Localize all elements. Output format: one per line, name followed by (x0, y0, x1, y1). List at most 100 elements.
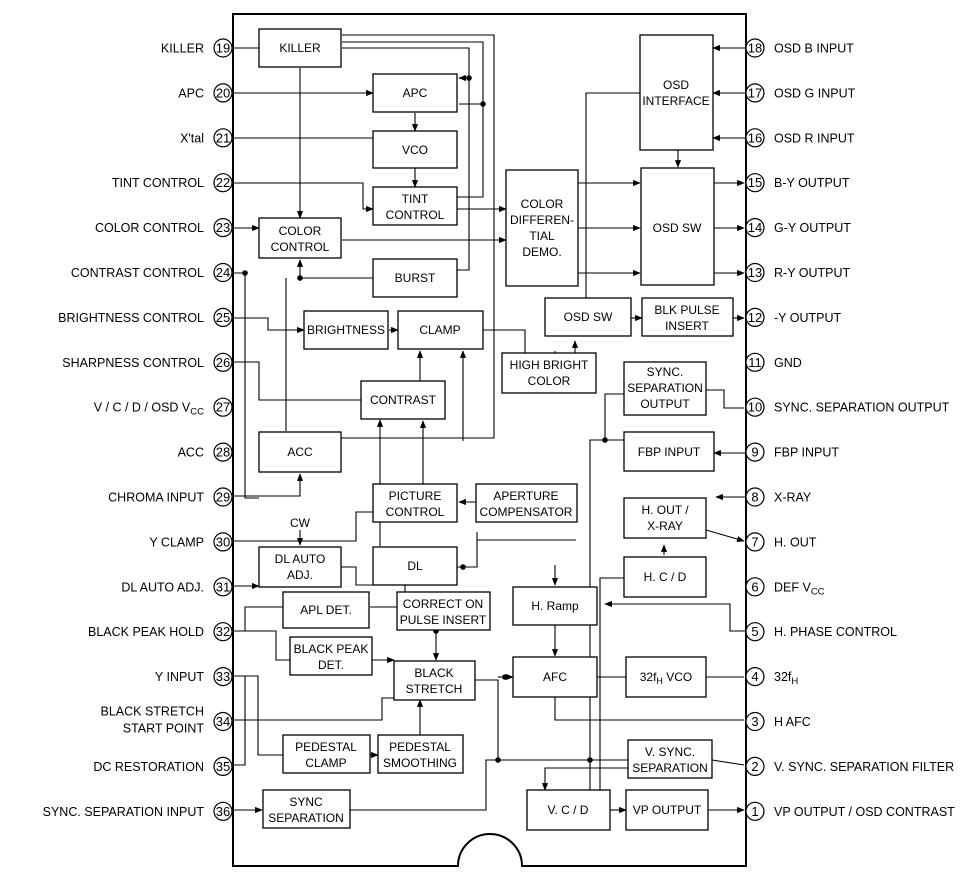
h-out-xray-block (623, 497, 707, 539)
pin-circle (745, 307, 765, 327)
pin-label: DC RESTORATION (93, 760, 204, 774)
pin-circle (745, 352, 765, 372)
black-stretch-block (393, 660, 476, 701)
pedestal-clamp-label-2: CLAMP (305, 756, 346, 770)
blocks: KILLER APC VCO TINT CONTROL COLOR CONTRO… (258, 28, 734, 831)
apc-label: APC (403, 86, 428, 100)
h-out-label-2: X-RAY (647, 519, 683, 533)
pin-number: 10 (748, 400, 762, 415)
pedestal-smoothing-label-1: PEDESTAL (389, 740, 451, 754)
osd-sw-small-label: OSD SW (564, 310, 613, 324)
sync-separation-block (262, 789, 351, 829)
v-sync-label-1: V. SYNC. (645, 745, 695, 759)
v-sync-separation-block (627, 739, 713, 779)
sync-sep-out-label-3: OUTPUT (640, 397, 690, 411)
apl-det-block (282, 591, 370, 629)
pin-number: 26 (216, 355, 230, 370)
h-ramp-block (512, 586, 598, 626)
pin-label: VP OUTPUT / OSD CONTRAST (774, 805, 955, 819)
killer-label: KILLER (279, 41, 321, 55)
pin-circle (213, 801, 233, 821)
black-stretch-label-1: BLACK (414, 666, 453, 680)
pin-label: X'tal (180, 131, 204, 145)
pedestal-smoothing-block (377, 734, 464, 774)
fbp-input-block (623, 431, 715, 472)
dl-block (372, 546, 458, 586)
pin-number: 19 (216, 41, 230, 56)
osd-sw-main-block (640, 167, 715, 286)
pin-circle (213, 666, 233, 687)
tint-label-1: TINT (402, 192, 429, 206)
pin-label: DL AUTO ADJ. (121, 580, 204, 594)
pedestal-clamp-label-1: PEDESTAL (295, 740, 357, 754)
pin-circle (745, 262, 765, 283)
pedestal-clamp-block (282, 734, 371, 774)
burst-block (372, 258, 458, 298)
pin-number: 12 (748, 310, 762, 325)
sync-sep-label-2: SEPARATION (268, 811, 344, 825)
pin-number: 23 (216, 220, 230, 235)
pin-number: 5 (751, 624, 758, 639)
pin-circle (745, 532, 765, 552)
color-demo-label-1: COLOR (521, 197, 564, 211)
pin-circle (745, 666, 765, 687)
blk-pulse-label-2: INSERT (665, 319, 709, 333)
color-differential-demo-block (505, 169, 579, 287)
pin-12: 12-Y OUTPUT (745, 307, 841, 327)
black-peak-label-2: DET. (318, 658, 344, 672)
pin-number: 3 (751, 714, 758, 729)
osd-sw-main-label: OSD SW (653, 221, 702, 235)
h-out-label-1: H. OUT / (641, 503, 689, 517)
pin-number: 9 (751, 445, 758, 460)
dl-auto-label-2: ADJ. (287, 568, 313, 582)
sync-sep-out-label-2: SEPARATION (627, 381, 703, 395)
cw-label: CW (290, 516, 311, 530)
pin-33: 33Y INPUT (155, 666, 233, 687)
picture-control-block (372, 483, 458, 523)
sync-sep-label-1: SYNC (289, 795, 323, 809)
v-cd-label: V. C / D (548, 803, 589, 817)
clamp-label: CLAMP (419, 323, 460, 337)
pin-circle (745, 756, 765, 777)
vco-block (372, 130, 458, 169)
correct-on-label-1: CORRECT ON (403, 597, 483, 611)
v-sync-label-2: SEPARATION (632, 761, 708, 775)
pin-label: SYNC. SEPARATION OUTPUT (774, 401, 950, 415)
pin-number: 4 (751, 669, 758, 684)
color-control-block (258, 217, 342, 259)
brightness-block (303, 310, 389, 350)
black-peak-det-block (289, 636, 373, 676)
pin-circle (745, 577, 765, 597)
pin-number: 36 (216, 804, 230, 819)
vco-32fh-label: 32fH VCO (640, 670, 693, 686)
v-cd-block (526, 789, 611, 831)
pin-21: 21X'tal (180, 128, 233, 148)
dl-auto-adj-block (258, 546, 342, 588)
pin-number: 16 (748, 130, 762, 145)
pin-number: 8 (751, 490, 758, 505)
pin-label: CHROMA INPUT (108, 491, 204, 505)
tint-label-2: CONTROL (386, 208, 445, 222)
killer-block (258, 28, 342, 68)
h-cd-label: H. C / D (644, 570, 687, 584)
apl-det-label: APL DET. (300, 603, 352, 617)
pin-label: BLACK PEAK HOLD (88, 625, 204, 639)
svg-text:KILLER: KILLER (279, 41, 321, 55)
